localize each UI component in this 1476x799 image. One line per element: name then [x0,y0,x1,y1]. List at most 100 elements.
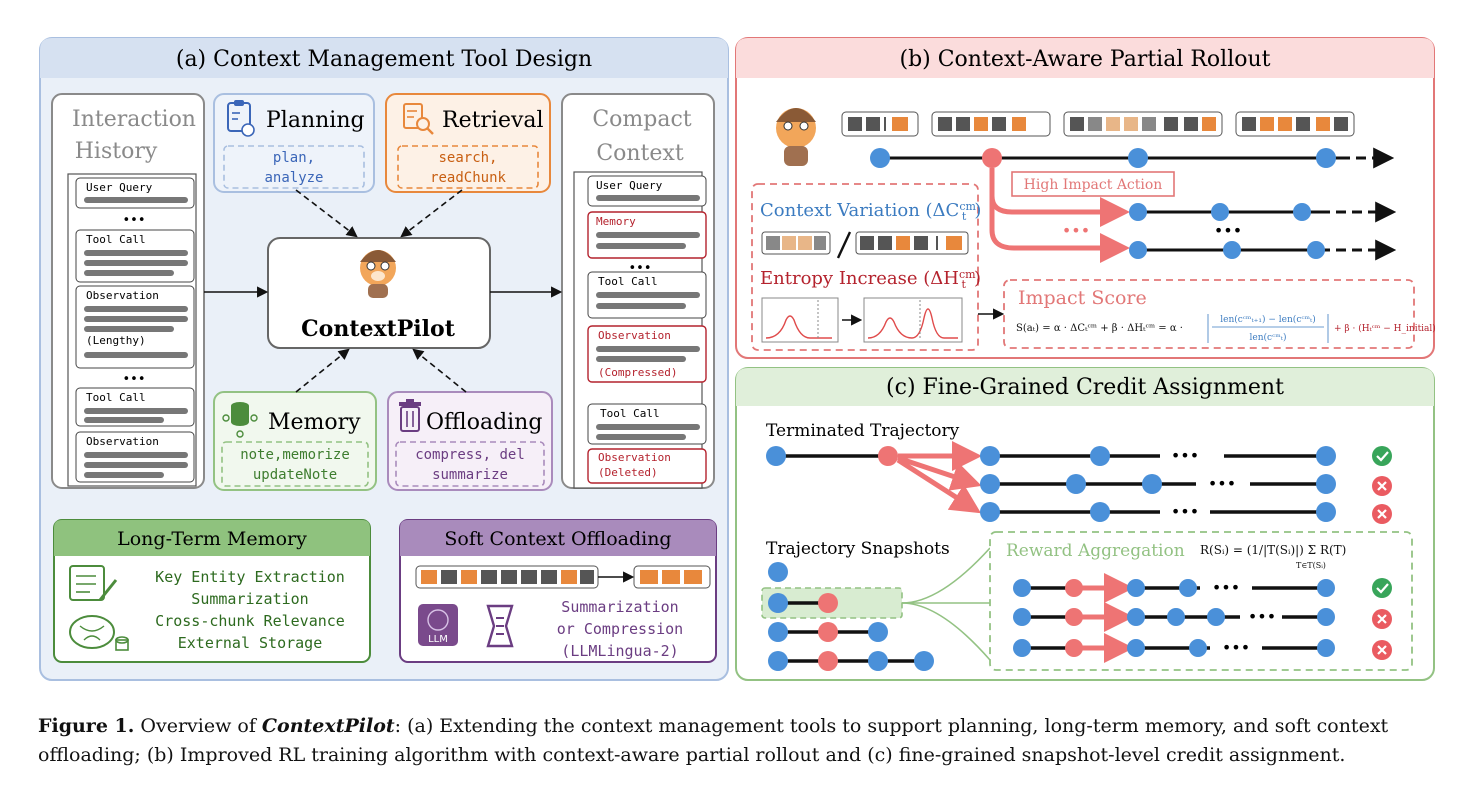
compact-observation-2: Observation [598,451,671,464]
panel-b-title: (b) Context-Aware Partial Rollout [899,47,1270,72]
trash-icon [399,399,421,432]
memory-tools-1: note,memorize [240,447,350,463]
snapshot-node-red [818,651,838,671]
history-tool-call-1: Tool Call [86,233,146,246]
terminated-branch-1: ••• [980,446,1392,466]
impact-formula-den: len(cᶜᵐₜ) [1250,332,1287,343]
reward-node [1317,579,1335,597]
traj-node [980,474,1000,494]
caption-lead: Overview of [140,715,256,737]
terminated-branch-2: ••• [980,474,1392,496]
soft-line-3: (LLMLingua-2) [561,642,678,660]
traj-node [1316,502,1336,522]
snapshot-node-red [818,593,838,613]
branch-ellipsis: ••• [1208,474,1236,493]
high-impact-label: High Impact Action [1024,177,1163,193]
reward-row-2: ••• [1013,602,1392,632]
panel-c: (c) Fine-Grained Credit Assignment Termi… [735,367,1435,681]
llm-chip-icon: LLM [418,604,458,646]
reward-node [1179,579,1197,597]
offloading-title: Offloading [426,410,542,435]
contextpilot-label: ContextPilot [301,316,456,342]
traj-node [1142,474,1162,494]
snapshot-node [914,651,934,671]
figure-caption: Figure 1. Overview of ContextPilot: (a) … [38,712,1448,799]
rollout-node [1128,148,1148,168]
history-title-2: History [75,139,158,164]
history-ellipsis-2: ••• [122,372,145,387]
history-ellipsis-1: ••• [122,213,145,228]
offloading-tools-1: compress, del [415,447,525,463]
history-observation-2: Observation [86,435,159,448]
check-icon [1372,578,1392,598]
cross-icon [1372,609,1392,629]
branch-ellipsis-red: ••• [1062,221,1090,240]
compact-title-1: Compact [592,107,691,132]
terminated-label: Terminated Trajectory [766,421,960,441]
reward-formula-sub: T∈T(Sᵢ) [1296,561,1326,570]
notes-icon [69,565,118,601]
reward-row-3: ••• [1013,633,1392,663]
impact-score-title: Impact Score [1018,287,1147,309]
traj-node [980,502,1000,522]
retrieval-title: Retrieval [442,108,544,133]
soft-line-1: Summarization [561,598,678,616]
panel-c-title: (c) Fine-Grained Credit Assignment [886,375,1284,400]
context-strip-3 [1063,111,1223,137]
traj-node [1090,446,1110,466]
snapshot-node [768,593,788,613]
panel-b: (b) Context-Aware Partial Rollout [735,37,1436,359]
offloading-tool: Offloading compress, del summarize [387,391,553,491]
compact-tool-call-2: Tool Call [600,407,660,420]
caption-name: ContextPilot [261,715,395,737]
token-sequence-short [633,565,711,589]
reward-ellipsis: ••• [1222,638,1250,657]
entropy-curve-after [863,297,963,343]
reward-node [1207,608,1225,626]
snapshot-node [868,651,888,671]
strip-original [855,231,969,255]
rollout-node-high-impact [982,148,1002,168]
caption-text: : (a) Extending the context management t… [38,715,1389,766]
retrieval-tools-1: search, [438,150,497,166]
llm-chip-label: LLM [428,634,448,645]
planning-tools-1: plan, [273,150,315,166]
ltm-line-4: External Storage [178,634,323,652]
rollout-node [870,148,890,168]
rollout-node [1293,203,1311,221]
reward-node [1013,608,1031,626]
traj-node [766,446,786,466]
ltm-line-1: Key Entity Extraction [155,568,345,586]
reward-node [1013,639,1031,657]
context-strip-2 [931,111,1051,137]
entropy-curve-before [761,297,839,343]
compact-memory: Memory [596,215,636,228]
history-tool-call-2: Tool Call [86,391,146,404]
compact-observation-1: Observation [598,329,671,342]
snapshot-node [768,622,788,642]
offloading-tools-2: summarize [432,467,508,483]
branch-ellipsis: ••• [1171,502,1199,521]
traj-node-red [878,446,898,466]
reward-ellipsis: ••• [1248,607,1276,626]
memory-tools-2: updateNote [253,467,337,483]
compact-deleted: (Deleted) [598,466,658,479]
snapshot-node [868,622,888,642]
retrieval-tool: Retrieval search, readChunk [385,93,551,193]
reward-node-red [1065,608,1083,626]
strip-compressed [761,231,831,255]
pilot-mascot-b-icon [776,108,816,166]
document-search-icon [403,103,434,135]
reward-node [1127,579,1145,597]
impact-formula-left: S(aₜ) = α · ΔCₜᶜᵐ + β · ΔHₜᶜᵐ = α · [1016,323,1183,334]
rollout-node [1129,241,1147,259]
reward-node-red [1065,639,1083,657]
context-strip-4 [1235,111,1355,137]
reward-node [1317,608,1335,626]
token-sequence-long [415,565,599,589]
long-term-memory: Long-Term Memory Key Entity Extraction S… [53,519,371,663]
snapshot-node [768,562,788,582]
reward-node-red [1065,579,1083,597]
interaction-history: Interaction History User Query ••• Tool … [51,93,205,489]
